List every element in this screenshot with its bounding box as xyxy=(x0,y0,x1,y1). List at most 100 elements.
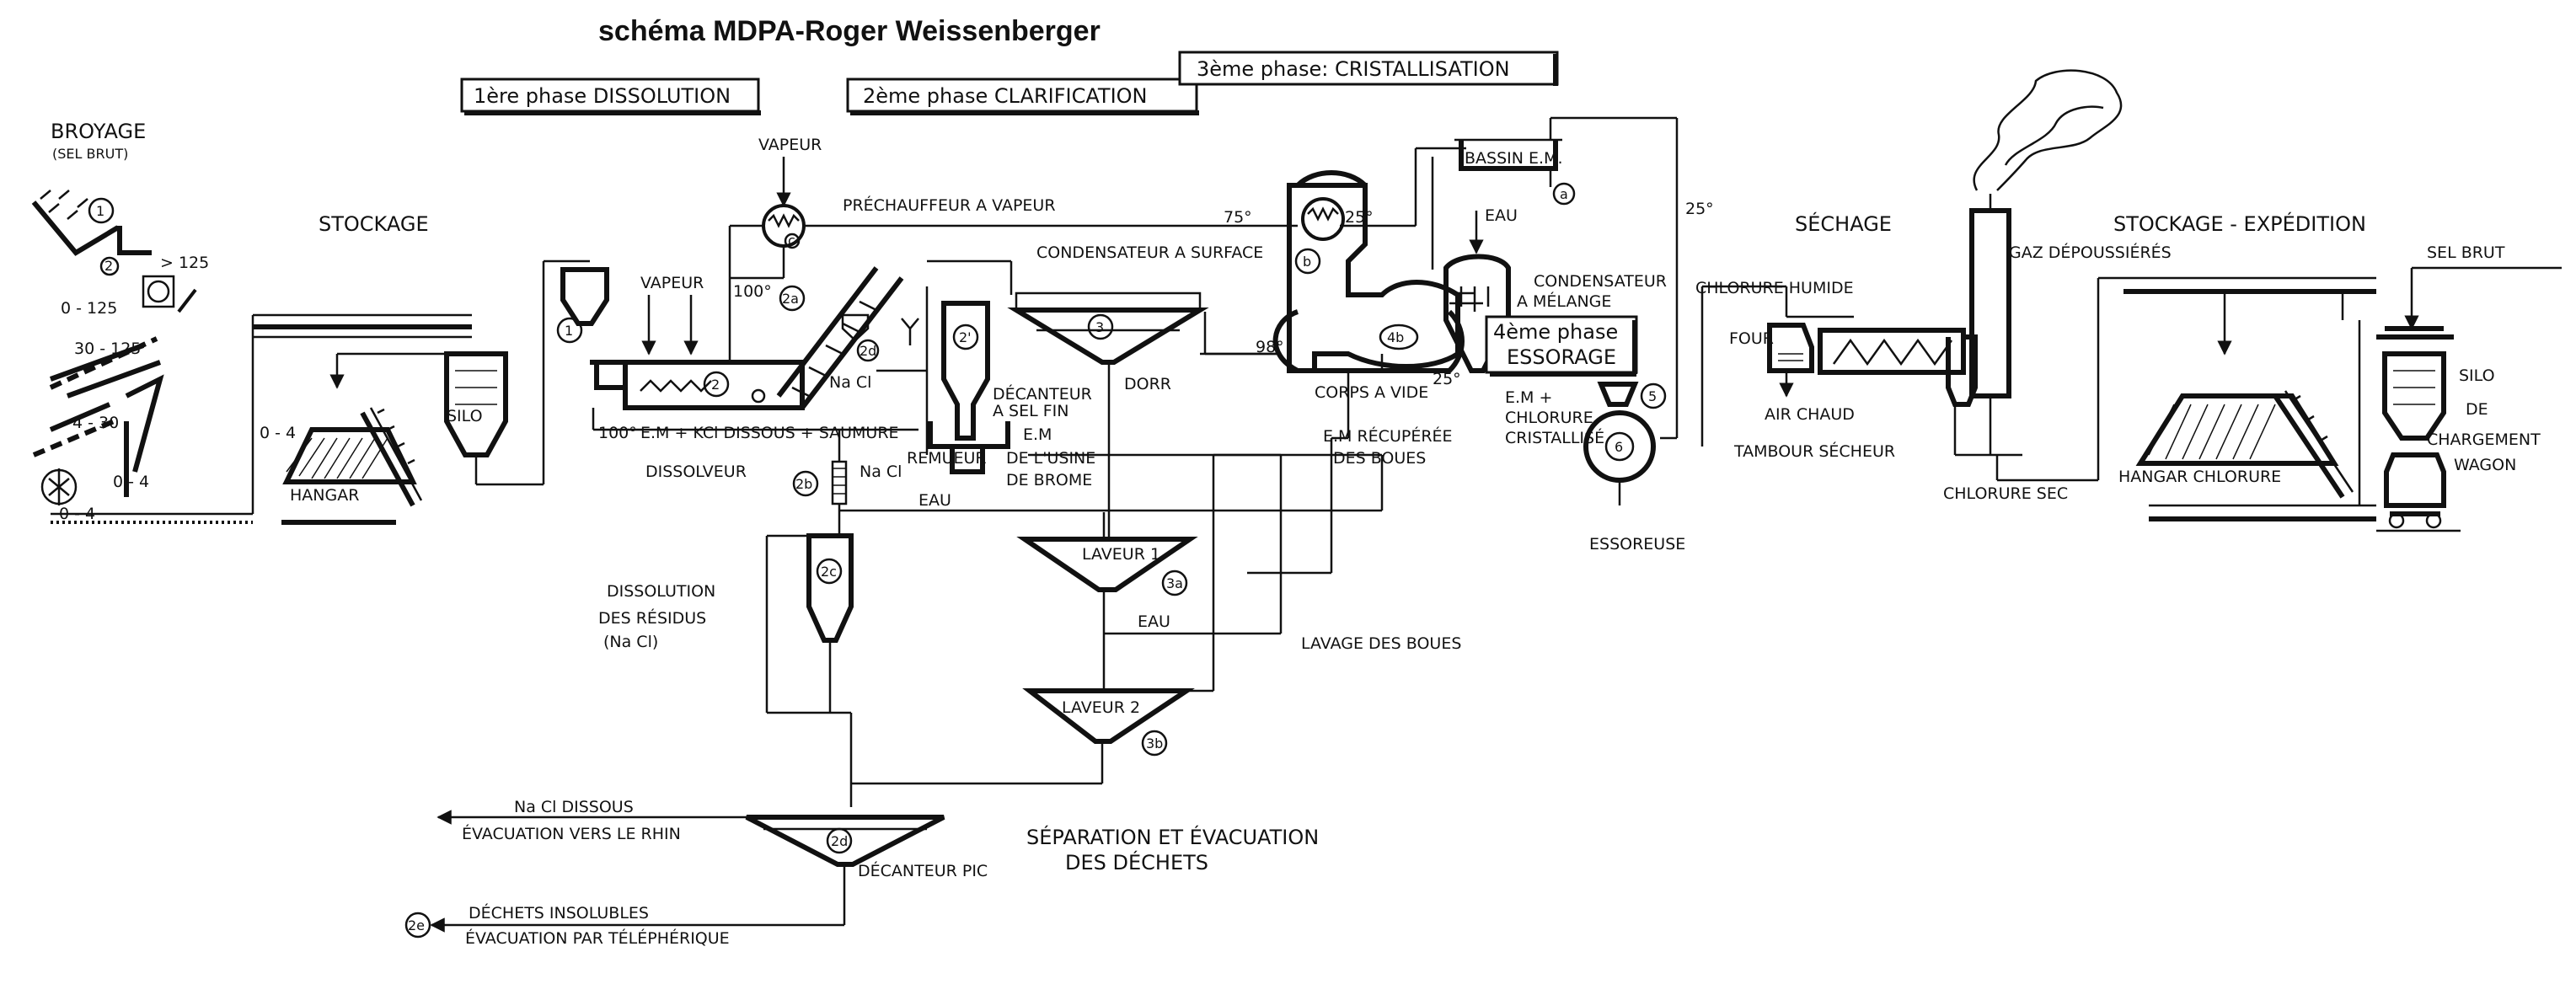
stockage-expedition-heading: STOCKAGE - EXPÉDITION xyxy=(2113,211,2366,236)
clarification-area: CONDENSATEUR A SURFACE 2' DÉCANTEUR A SE… xyxy=(792,243,1382,539)
nacl-dissous-label: Na Cl DISSOUS xyxy=(514,798,634,816)
crusher-assembly: 1 2 > 125 0 - 125 30 - 125 4 - 30 0 - 4 … xyxy=(31,190,253,524)
decanteur-pic: 2d DÉCANTEUR PIC Na Cl DISSOUS ÉVACUATIO… xyxy=(404,798,988,948)
evac-tele-label: ÉVACUATION PAR TÉLÉPHÉRIQUE xyxy=(465,928,730,948)
marker-1: 1 xyxy=(565,323,573,339)
marker-a: a xyxy=(1560,186,1568,202)
phase-1-label: 1ère phase DISSOLUTION xyxy=(474,84,731,108)
decanteur-fin-label-2: A SEL FIN xyxy=(993,402,1068,420)
marker-5: 5 xyxy=(1648,388,1657,404)
marker-2d: 2d xyxy=(831,833,848,849)
phase-4-label-b: ESSORAGE xyxy=(1507,345,1616,369)
marker-2d-small: 2d xyxy=(860,343,876,359)
washers: LAVEUR 1 3a EAU LAVAGE DES BOUES LAVEUR … xyxy=(851,453,1461,785)
silo-chargement-label-3: CHARGEMENT xyxy=(2427,430,2541,449)
tambour-label: TAMBOUR SÉCHEUR xyxy=(1733,441,1895,461)
marker-3: 3 xyxy=(1095,319,1104,335)
marker-2e: 2e xyxy=(408,917,425,933)
marker-2a: 2a xyxy=(782,291,799,307)
marker-4b: 4b xyxy=(1387,329,1404,345)
em-chlor-label-1: E.M + xyxy=(1505,388,1552,407)
marker-2: 2 xyxy=(711,377,720,393)
marker-3b: 3b xyxy=(1146,735,1163,751)
diagram-title: schéma MDPA-Roger Weissenberger xyxy=(598,15,1101,47)
em-kcl-label: E.M + KCl DISSOUS + SAUMURE xyxy=(640,424,899,442)
sel-brut-label: (SEL BRUT) xyxy=(52,146,128,162)
dissolution-area: 1 VAPEUR 2 100° E.M + KCl DISSOUS + SAUM… xyxy=(556,266,929,481)
em-recup-label-2: DES BOUES xyxy=(1333,449,1426,468)
silo-chargement-label-1: SILO xyxy=(2459,366,2495,385)
em-chlor-label-2: CHLORURE xyxy=(1505,409,1593,427)
silo-chargement-label-2: DE xyxy=(2466,400,2488,419)
crystallisation-area: 75° 25° b 4b 98° CORPS A VIDE 25° E.M RÉ… xyxy=(1200,116,1786,575)
temp-100-b: 100° xyxy=(733,282,772,301)
size-label-4-30: 4 - 30 xyxy=(72,414,119,432)
hangar-chlorure-label: HANGAR CHLORURE xyxy=(2118,468,2281,486)
condensateur-surface-label: CONDENSATEUR A SURFACE xyxy=(1036,243,1263,262)
marker-b: b xyxy=(1303,254,1311,270)
temp-100-a: 100° xyxy=(598,424,637,442)
marker-2-prime: 2' xyxy=(959,329,972,345)
decanteur-pic-label: DÉCANTEUR PIC xyxy=(858,861,988,880)
vapeur-label-1: VAPEUR xyxy=(640,274,704,292)
silo-label: SILO xyxy=(447,407,483,425)
expedition-area: HANGAR CHLORURE SEL BRUT SILO DE CHARGEM… xyxy=(2098,243,2562,532)
nacl-label-2: Na Cl xyxy=(860,463,902,481)
eau-label-1: EAU xyxy=(918,491,951,510)
dissolveur-label: DISSOLVEUR xyxy=(645,463,747,481)
chlorure-humide-label: CHLORURE HUMIDE xyxy=(1695,279,1854,297)
phase-2-label: 2ème phase CLARIFICATION xyxy=(863,84,1148,108)
temp-98: 98° xyxy=(1256,338,1284,356)
em-recup-label-1: E.M RÉCUPÉRÉE xyxy=(1323,426,1453,446)
phase-3-label: 3ème phase: CRISTALLISATION xyxy=(1197,57,1510,81)
phase-2-box: 2ème phase CLARIFICATION xyxy=(846,78,1199,115)
connecting-flows xyxy=(1028,354,1384,511)
temp-75: 75° xyxy=(1224,208,1252,227)
chlorure-sec-label: CHLORURE SEC xyxy=(1943,484,2068,503)
separation-heading-1: SÉPARATION ET ÉVACUATION xyxy=(1026,825,1319,849)
remueur-label: REMUEUR xyxy=(907,449,987,468)
cond-melange-label-2: A MÉLANGE xyxy=(1517,291,1611,311)
temp-25-c: 25° xyxy=(1685,200,1714,218)
gaz-label: GAZ DÉPOUSSIÉRÉS xyxy=(2009,243,2172,262)
bassin-label: BASSIN E.M. xyxy=(1465,149,1563,168)
temp-25-a: 25° xyxy=(1345,208,1374,227)
dissol-res-label-3: (Na Cl) xyxy=(603,633,658,651)
size-label-0-4-c: 0 - 4 xyxy=(260,424,296,442)
marker-2b: 2b xyxy=(795,476,812,492)
lavage-boues-label: LAVAGE DES BOUES xyxy=(1301,634,1461,653)
decanteur-fin-label-1: DÉCANTEUR xyxy=(993,384,1092,404)
usine-label-1: DE L'USINE xyxy=(1006,449,1095,468)
usine-label-2: DE BROME xyxy=(1006,471,1092,489)
preheater: VAPEUR c PRÉCHAUFFEUR A VAPEUR xyxy=(728,136,1298,362)
separation-heading-2: DES DÉCHETS xyxy=(1065,850,1208,874)
drying-area: CHLORURE HUMIDE FOUR AIR CHAUD TAMBOUR S… xyxy=(1695,69,2172,503)
evac-rhin-label: ÉVACUATION VERS LE RHIN xyxy=(462,824,681,843)
vapeur-top-label: VAPEUR xyxy=(758,136,822,154)
crusher-marker-2: 2 xyxy=(104,258,113,274)
marker-2c: 2c xyxy=(821,564,837,580)
marker-c-preheater: c xyxy=(788,233,795,249)
size-label-125: > 125 xyxy=(160,254,209,272)
size-label-0-4-a: 0 - 4 xyxy=(113,473,149,491)
dissol-res-label-2: DES RÉSIDUS xyxy=(598,608,706,628)
laveur-1-label: LAVEUR 1 xyxy=(1082,545,1160,564)
eau-label-2: EAU xyxy=(1485,206,1518,225)
em-chlor-label-3: CRISTALLISÉ xyxy=(1505,428,1604,447)
broyage-heading: BROYAGE xyxy=(51,120,146,143)
stockage-area: 0 - 4 HANGAR SILO xyxy=(251,259,590,525)
marker-3a: 3a xyxy=(1166,575,1183,591)
dorr-label: DORR xyxy=(1124,375,1171,393)
hangar-label: HANGAR xyxy=(290,486,359,505)
eau-label-3: EAU xyxy=(1138,612,1170,631)
phase-3-box: 3ème phase: CRISTALLISATION xyxy=(1178,51,1559,86)
em-label: E.M xyxy=(1023,425,1052,444)
prechauffeur-label: PRÉCHAUFFEUR A VAPEUR xyxy=(843,195,1056,215)
temp-25-b: 25° xyxy=(1433,370,1461,388)
phase-1-box: 1ère phase DISSOLUTION xyxy=(460,78,761,115)
crusher-marker-1: 1 xyxy=(96,203,104,219)
sel-brut-label-right: SEL BRUT xyxy=(2427,243,2505,262)
nacl-label-1: Na Cl xyxy=(829,373,871,392)
size-label-30-125: 30 - 125 xyxy=(74,340,141,358)
